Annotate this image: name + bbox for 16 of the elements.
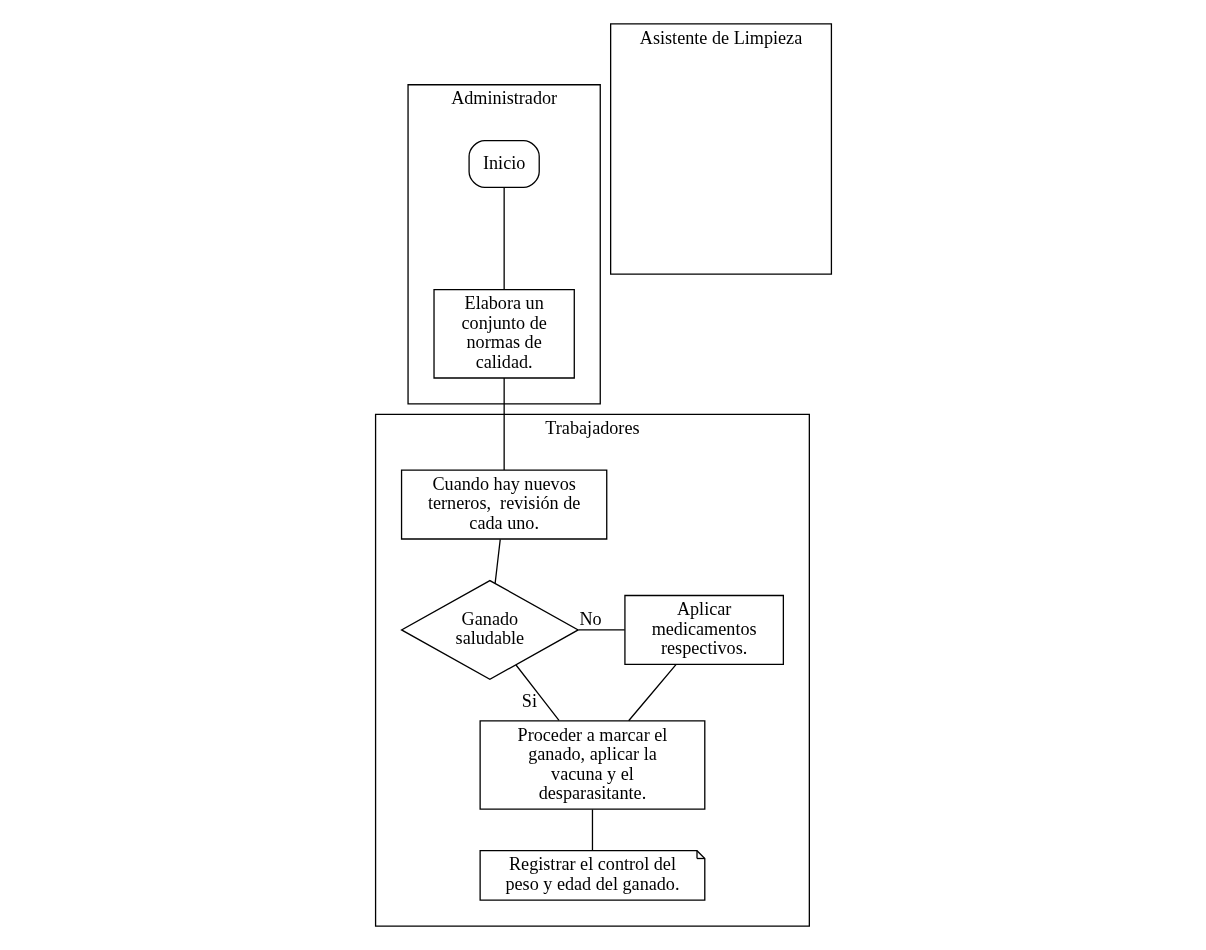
node-box: Proceder a marcar el ganado, aplicar la vacuna y el desparasitante. (479, 720, 705, 810)
node-box: Aplicar medicamentos respectivos. (623, 594, 784, 665)
node-diamond: Ganado saludable (399, 579, 579, 681)
connector (514, 664, 560, 722)
node-box: Cuando hay nuevos terneros, revisión de cada uno. (400, 469, 607, 540)
node-box: Asistente de Limpieza (609, 23, 832, 275)
connector (503, 377, 505, 471)
connector (494, 538, 501, 584)
node-box: Elabora un conjunto de normas de calidad. (432, 289, 575, 379)
connector (627, 664, 677, 722)
node-box: Inicio (467, 139, 540, 188)
connector (503, 186, 505, 291)
connector (577, 629, 625, 631)
edge-label: No (578, 609, 602, 629)
connector (591, 808, 593, 852)
edge-label: Si (521, 690, 537, 711)
